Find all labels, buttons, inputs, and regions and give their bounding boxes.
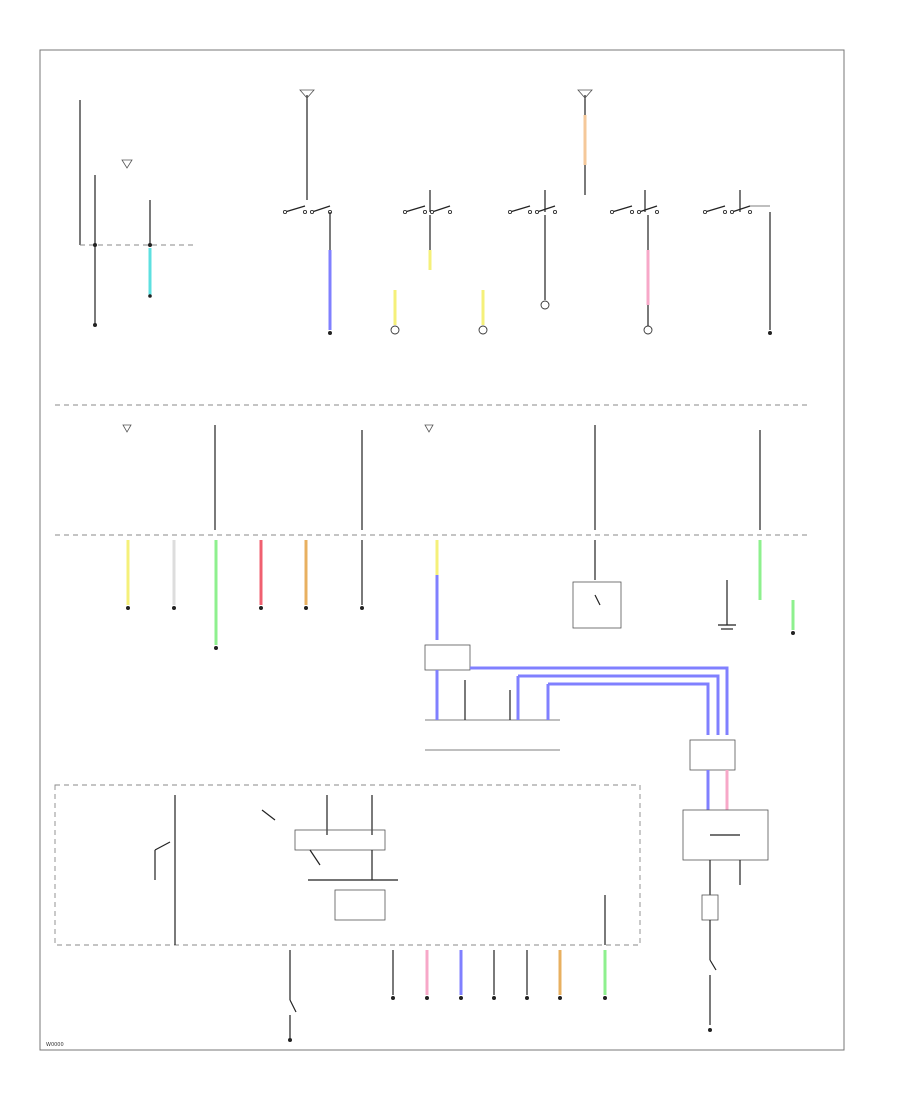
switch-contact-icon [609,205,660,215]
switch-contact-icon [402,205,453,215]
lower-left-section [54,784,641,946]
colored-drops [126,540,795,650]
wire-blue-bus-1 [470,666,729,735]
page-code: W0000 [46,1042,64,1048]
switch-contact-icon [507,205,558,215]
bottom-drops [288,950,607,1042]
switch-contact-icon [282,205,333,215]
wire-blue-bus-2 [518,674,720,735]
lower-right-section [424,580,769,1032]
wire-blue-bus-3 [548,682,710,735]
switch-contact-icon [702,205,753,215]
diagram-frame [39,49,845,1051]
top-section [79,89,772,335]
middle-section [122,424,761,530]
